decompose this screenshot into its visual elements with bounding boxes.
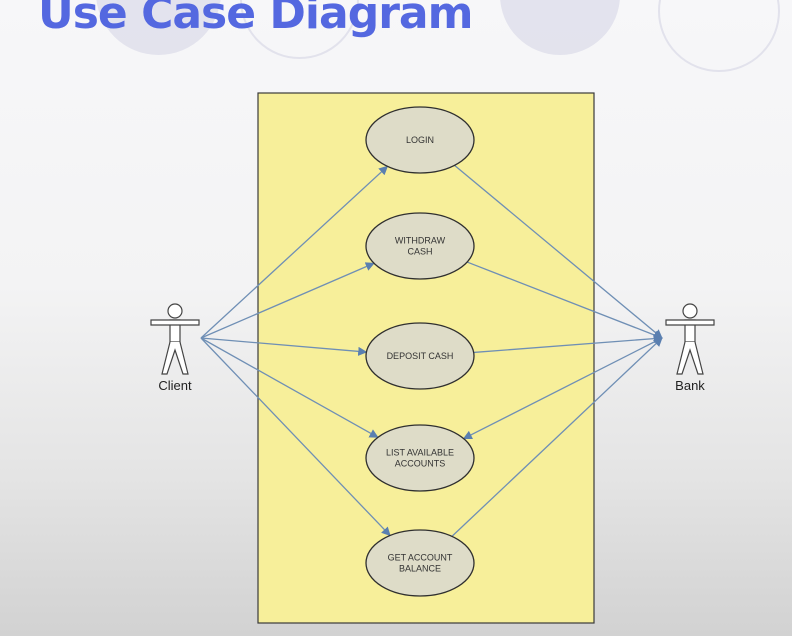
use-case-label: GET ACCOUNT [388, 553, 453, 563]
association-client-withdraw [200, 262, 375, 339]
actor-label-bank: Bank [675, 378, 705, 393]
actor-figure-part [676, 341, 704, 375]
association-client-deposit [200, 337, 368, 356]
use-case-label: CASH [407, 247, 432, 257]
actors: Client Bank [150, 303, 715, 393]
use-case-ellipse [365, 529, 475, 597]
actor-figure-part [161, 341, 189, 375]
actor-figure-part [682, 303, 698, 319]
actor-figure-part [150, 319, 200, 326]
association-client-balance [200, 337, 391, 537]
association-balance-bank [451, 337, 663, 537]
slide-title: Use Case Diagram [38, 0, 473, 39]
actor-figure-part [665, 319, 715, 326]
actor-figure-part [167, 303, 183, 319]
actor-bank: Bank [665, 303, 715, 393]
association-client-login [200, 165, 389, 339]
use-case-ellipse [365, 212, 475, 280]
use-case-label: LOGIN [406, 135, 434, 145]
association-bank-list [462, 337, 663, 440]
association-client-list [200, 337, 379, 438]
use-case-label: LIST AVAILABLE [386, 448, 454, 458]
use-case-label: ACCOUNTS [395, 459, 446, 469]
use-case-label: BALANCE [399, 564, 441, 574]
actor-label-client: Client [158, 378, 192, 393]
use-case-label: WITHDRAW [395, 236, 446, 246]
use-case-deposit: DEPOSIT CASH [365, 322, 475, 390]
association-deposit-bank [473, 334, 663, 354]
use-case-login: LOGIN [365, 106, 475, 174]
associations [200, 164, 663, 537]
use-case-ellipse [365, 106, 475, 174]
use-case-ellipse [365, 424, 475, 492]
association-withdraw-bank [466, 261, 663, 340]
association-login-bank [454, 164, 663, 339]
use-case-label: DEPOSIT CASH [387, 351, 454, 361]
use-case-ellipse [365, 322, 475, 390]
actor-client: Client [150, 303, 200, 393]
